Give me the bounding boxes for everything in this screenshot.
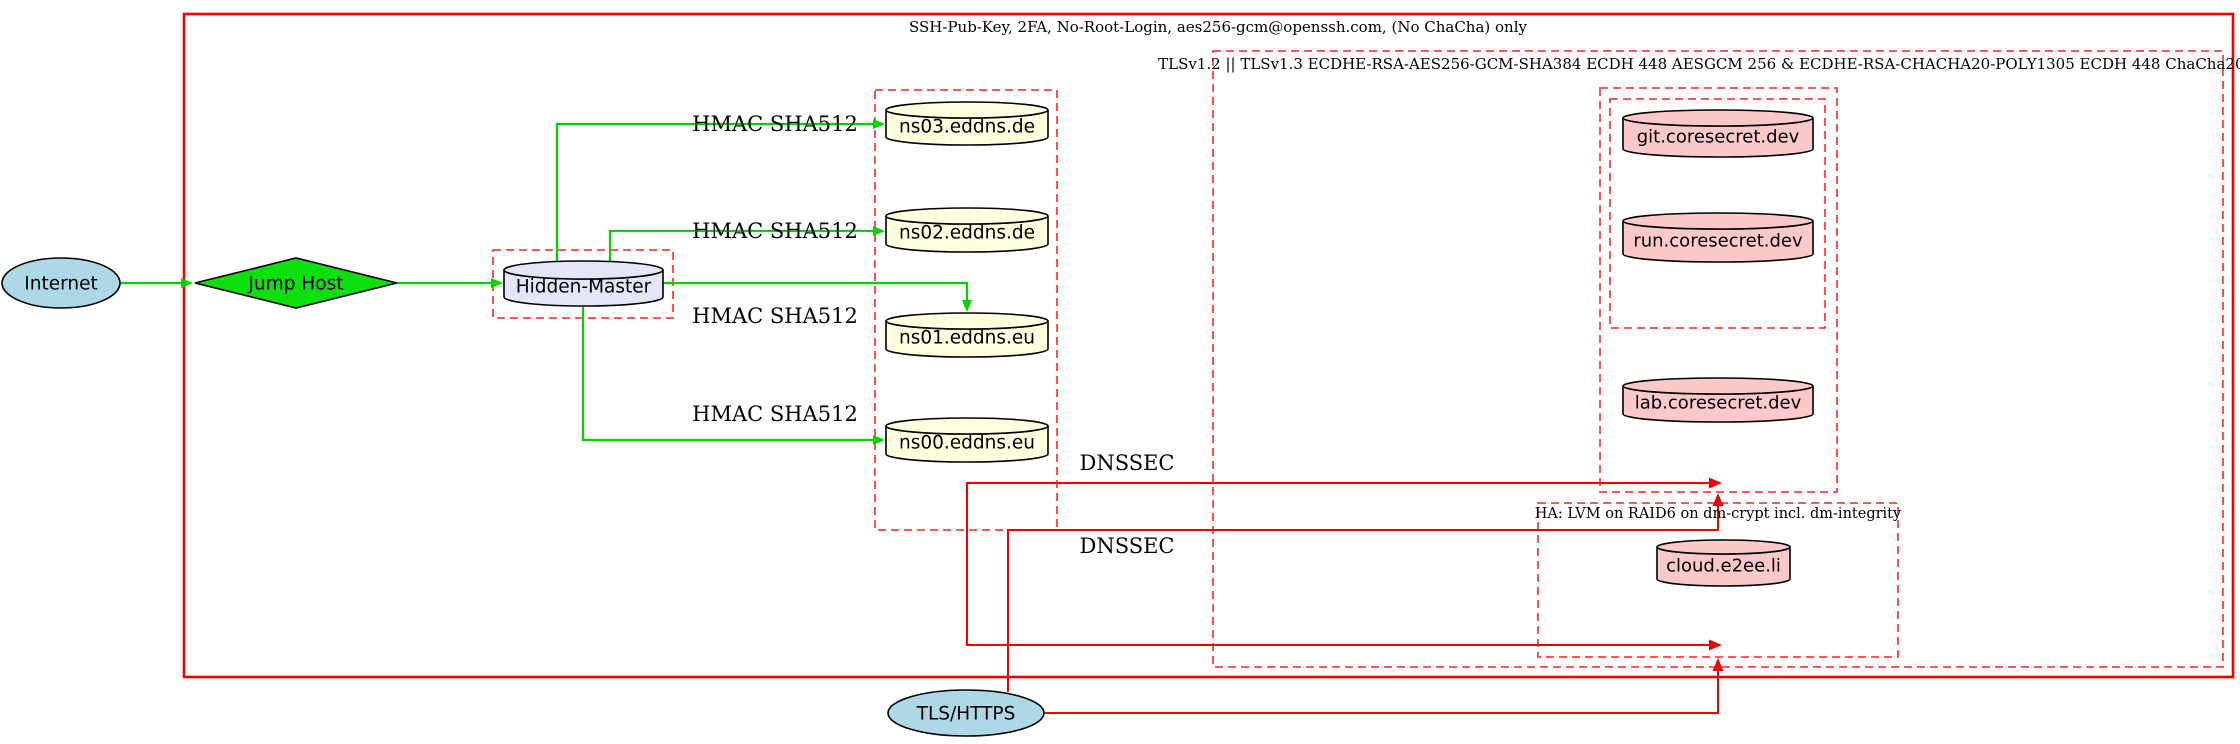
cluster-ssh-title: SSH-Pub-Key, 2FA, No-Root-Login, aes256-… — [909, 18, 1528, 36]
edge-label-hmac-1: HMAC SHA512 — [692, 112, 858, 136]
edge-hiddenmaster-to-ns00 — [581, 306, 885, 445]
edge-dnssec-to-coresecret — [966, 477, 1722, 530]
node-run-label: run.coresecret.dev — [1633, 231, 1803, 252]
edge-internet-to-jumphost — [120, 278, 193, 288]
node-hidden-master: Hidden-Master — [503, 260, 664, 307]
arrowhead-right — [873, 226, 885, 236]
node-tls-https: TLS/HTTPS — [887, 689, 1045, 737]
node-ns03-label: ns03.eddns.de — [899, 117, 1035, 138]
arrowhead-right — [873, 435, 885, 445]
node-cloud-e2ee: cloud.e2ee.li — [1656, 539, 1791, 587]
edge-tls-to-ha — [1045, 658, 1724, 714]
cluster-coresecret-outer-box — [1599, 87, 1838, 493]
node-lab-coresecret: lab.coresecret.dev — [1622, 377, 1814, 423]
cluster-tls-title: TLSv1.2 || TLSv1.3 ECDHE-RSA-AES256-GCM-… — [1158, 55, 2240, 73]
node-git-coresecret: git.coresecret.dev — [1622, 109, 1814, 158]
node-jump-host-label: Jump Host — [248, 274, 344, 295]
cluster-ssh-box — [182, 12, 2235, 679]
edge-label-hmac-4: HMAC SHA512 — [692, 402, 858, 426]
arrowhead-right — [181, 278, 193, 288]
arrowhead-right — [1709, 477, 1722, 489]
node-lab-label: lab.coresecret.dev — [1635, 393, 1802, 414]
edge-jumphost-to-hiddenmaster — [397, 278, 503, 288]
node-hidden-master-label: Hidden-Master — [516, 277, 652, 298]
edge-tls-to-coresecret — [1007, 493, 1724, 692]
arrowhead-up — [1712, 658, 1724, 671]
node-internet: Internet — [1, 257, 121, 309]
node-ns01: ns01.eddns.eu — [885, 312, 1049, 358]
edge-label-hmac-3: HMAC SHA512 — [692, 304, 858, 328]
edge-label-dnssec-1: DNSSEC — [1079, 451, 1174, 475]
arrowhead-right — [1709, 639, 1722, 651]
arrowhead-down — [962, 300, 972, 312]
node-cloud-label: cloud.e2ee.li — [1666, 556, 1781, 577]
node-jump-host: Jump Host — [194, 257, 398, 309]
node-ns03: ns03.eddns.de — [885, 101, 1049, 146]
node-ns00: ns00.eddns.eu — [885, 417, 1049, 463]
node-ns02: ns02.eddns.de — [885, 207, 1049, 253]
edge-hiddenmaster-to-ns02 — [608, 226, 885, 262]
node-run-coresecret: run.coresecret.dev — [1622, 212, 1814, 263]
node-ns00-label: ns00.eddns.eu — [899, 433, 1035, 454]
edge-hiddenmaster-to-ns01 — [663, 281, 972, 312]
cluster-ha-title: HA: LVM on RAID6 on dm-crypt incl. dm-in… — [1535, 506, 1902, 522]
edge-dnssec-to-ha — [966, 530, 1722, 651]
node-ns01-label: ns01.eddns.eu — [899, 328, 1035, 349]
cluster-tls-box — [1212, 50, 2224, 668]
node-internet-label: Internet — [24, 274, 97, 295]
cluster-ha-box — [1537, 502, 1899, 658]
arrowhead-up — [1712, 493, 1724, 506]
cluster-nameservers-box — [874, 89, 1058, 531]
node-tls-https-label: TLS/HTTPS — [916, 704, 1016, 725]
arrowhead-right — [873, 119, 885, 129]
arrowhead-right — [491, 278, 503, 288]
edge-label-dnssec-2: DNSSEC — [1079, 534, 1174, 558]
edge-label-hmac-2: HMAC SHA512 — [692, 219, 858, 243]
node-git-label: git.coresecret.dev — [1637, 127, 1800, 148]
edge-hiddenmaster-to-ns03 — [555, 119, 885, 262]
cluster-coresecret-inner-box — [1609, 98, 1826, 329]
node-ns02-label: ns02.eddns.de — [899, 223, 1035, 244]
